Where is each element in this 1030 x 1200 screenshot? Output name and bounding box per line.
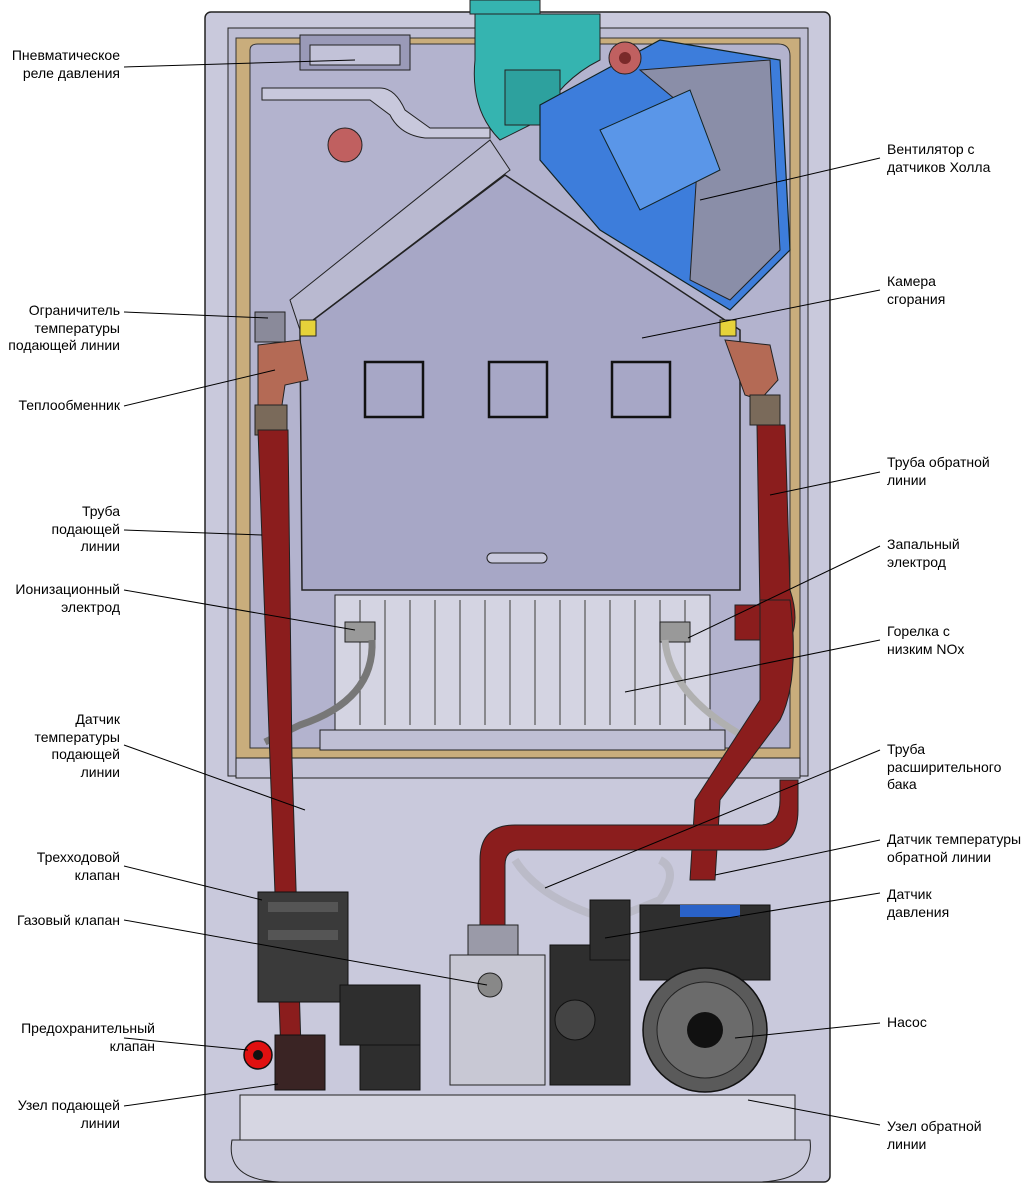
heat-exchanger: [254, 311, 779, 406]
pressure-sensor-body: [589, 899, 631, 961]
leader-burner: [624, 639, 881, 693]
burner: [263, 594, 762, 751]
label-flow-temp-sensor: Датчик температуры подающей линии: [34, 711, 120, 780]
leader-three-way-valve: [123, 865, 263, 901]
label-pressure-sensor: Датчик давления: [887, 886, 950, 920]
safety-valve: [243, 1040, 273, 1070]
label-return-temp-sensor: Датчик температуры обратной линии: [887, 831, 1022, 865]
leader-pressure-relay: [123, 59, 356, 68]
combustion-chamber: [289, 139, 741, 591]
label-return-node: Узел обратной линии: [887, 1118, 982, 1152]
fan-assembly: [539, 39, 791, 311]
leader-pressure-sensor: [604, 892, 881, 939]
leader-fan: [699, 157, 881, 201]
leader-ionization-electrode: [123, 589, 356, 631]
leader-flow-temp-sensor: [123, 744, 306, 811]
label-pressure-relay: Пневматическое реле давления: [11, 47, 120, 81]
leader-pump: [734, 1022, 881, 1039]
label-gas-valve: Газовый клапан: [16, 912, 120, 928]
three-way-valve-body: [257, 891, 349, 1003]
label-flow-pipe: Труба подающей линии: [51, 503, 120, 554]
gas-valve-body: [449, 924, 546, 1086]
label-combustion-chamber: Камера сгорания: [887, 273, 946, 307]
leader-combustion-chamber: [641, 289, 881, 339]
gas-block-left: [339, 984, 421, 1091]
pressure-relay: [261, 34, 491, 139]
leader-return-temp-sensor: [714, 839, 881, 876]
label-fan: Вентилятор с датчиков Холла: [887, 141, 991, 175]
leader-expansion-pipe: [544, 749, 881, 889]
bottom-cover: [230, 1139, 811, 1183]
air-vent: [327, 127, 363, 163]
flow-node: [274, 1034, 326, 1091]
burner-ribs: [359, 600, 686, 725]
label-expansion-pipe: Труба расширительного бака: [887, 741, 1002, 792]
leader-flow-pipe: [123, 529, 263, 536]
label-safety-valve: Предохранительный клапан: [21, 1020, 155, 1054]
leader-flow-temp-limiter: [123, 311, 269, 319]
label-three-way-valve: Трехходовой клапан: [36, 849, 120, 883]
hydraulic-block: [549, 944, 631, 1086]
label-pump: Насос: [887, 1014, 927, 1030]
leader-return-node: [747, 1099, 881, 1126]
label-ignition-electrode: Запальный электрод: [887, 536, 960, 570]
leader-safety-valve: [123, 1037, 249, 1051]
label-ionization-electrode: Ионизационный электрод: [15, 581, 120, 615]
pump-body: [639, 904, 771, 1093]
leader-gas-valve: [123, 919, 488, 986]
return-pipe: [689, 394, 796, 881]
leader-flow-node: [123, 1083, 279, 1107]
lower-shelf: [235, 757, 801, 779]
label-heat-exchanger: Теплообменник: [18, 397, 120, 413]
leader-return-pipe: [769, 471, 881, 496]
leader-heat-exchanger: [123, 369, 276, 407]
leader-lines: [123, 59, 881, 1126]
label-flow-temp-limiter: Ограничитель температуры подающей линии: [8, 302, 120, 353]
label-flow-node: Узел подающей линии: [17, 1097, 120, 1131]
label-return-pipe: Труба обратной линии: [887, 454, 990, 488]
leader-ignition-electrode: [687, 545, 881, 639]
label-burner: Горелка с низким NOx: [887, 623, 965, 657]
